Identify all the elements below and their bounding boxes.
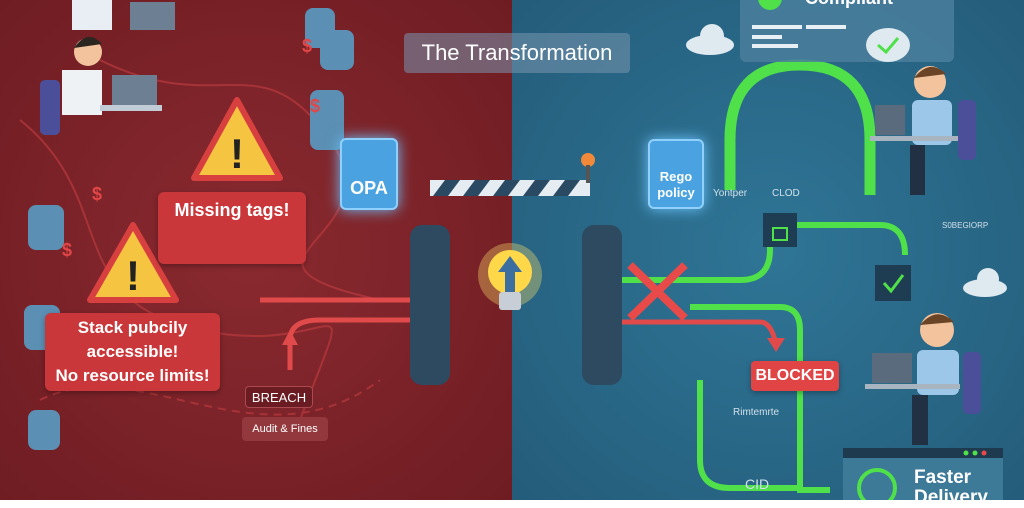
cid-label: CID xyxy=(745,476,770,492)
cloud-icon xyxy=(686,24,734,55)
red-x-icon xyxy=(627,262,688,321)
gate-barrier xyxy=(410,153,622,385)
green-flow-lines xyxy=(622,59,908,493)
cloud-icon xyxy=(963,268,1007,297)
check-icon xyxy=(875,265,911,301)
yontper-label: Yontper xyxy=(713,188,748,199)
developer-happy xyxy=(865,313,981,445)
lock-icon xyxy=(763,213,797,247)
rego-policy-document: Rego policy xyxy=(648,139,704,209)
svg-text:$: $ xyxy=(92,184,102,204)
svg-text:!: ! xyxy=(230,130,244,177)
audit-fines-label: Audit & Fines xyxy=(242,417,328,441)
faster-delivery-label: Faster Delivery xyxy=(914,467,988,508)
page-title: The Transformation xyxy=(404,33,630,73)
compliant-card xyxy=(740,0,954,62)
blocked-badge: BLOCKED xyxy=(751,361,839,391)
opa-document: OPA xyxy=(340,138,398,210)
developer-happy xyxy=(870,66,976,195)
svg-text:!: ! xyxy=(126,252,140,299)
missing-tags-alert: Missing tags! xyxy=(158,192,306,264)
clod-label: CLOD xyxy=(772,188,800,199)
developer-stressed xyxy=(40,0,175,135)
faster-delivery-panel xyxy=(843,448,1003,500)
side-label: S0BEGIORP xyxy=(942,221,989,230)
lightbulb-icon xyxy=(478,243,542,310)
svg-text:$: $ xyxy=(62,240,72,260)
clock-icon xyxy=(857,468,897,500)
breach-label: BREACH xyxy=(245,386,313,408)
warning-icon: ! xyxy=(87,222,179,303)
rimtemrte-label: Rimtemrte xyxy=(733,407,780,418)
warning-icon: ! xyxy=(191,97,283,181)
svg-text:$: $ xyxy=(302,36,312,56)
compliant-label: Compliant xyxy=(805,0,893,9)
dollar-icons: $ $ $ $ xyxy=(62,36,320,260)
svg-text:$: $ xyxy=(310,96,320,116)
stack-exposed-alert: Stack pubcily accessible! No resource li… xyxy=(45,313,220,391)
